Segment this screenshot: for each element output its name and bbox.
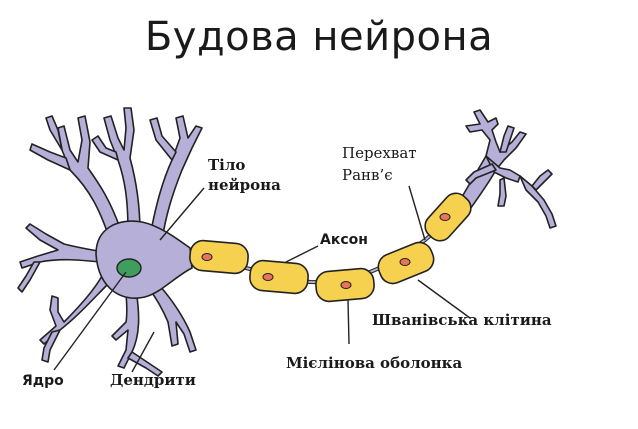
myelin-segment [189, 239, 249, 275]
leader-lines [53, 185, 471, 373]
label-node-ranvier: Перехват [342, 144, 417, 162]
nucleus [116, 258, 142, 278]
schwann-nuclei [201, 213, 451, 289]
label-cell-body-2: нейрона [208, 176, 281, 194]
page-title: Будова нейрона [144, 14, 494, 60]
dendrites [17, 107, 203, 377]
label-axon: Аксон [320, 232, 368, 248]
label-nucleus: Ядро [22, 373, 64, 389]
label-node-ranvier-2: Ранв’є [342, 166, 393, 184]
myelin-segment [249, 259, 309, 295]
label-cell-body: Тіло [208, 156, 245, 174]
axon-terminals [457, 109, 557, 229]
cell-body [95, 220, 193, 299]
label-dendrites: Дендрити [110, 371, 196, 389]
label-schwann-cell: Шванівська клітина [372, 311, 552, 329]
label-myelin: Мієлінова оболонка [286, 354, 462, 372]
